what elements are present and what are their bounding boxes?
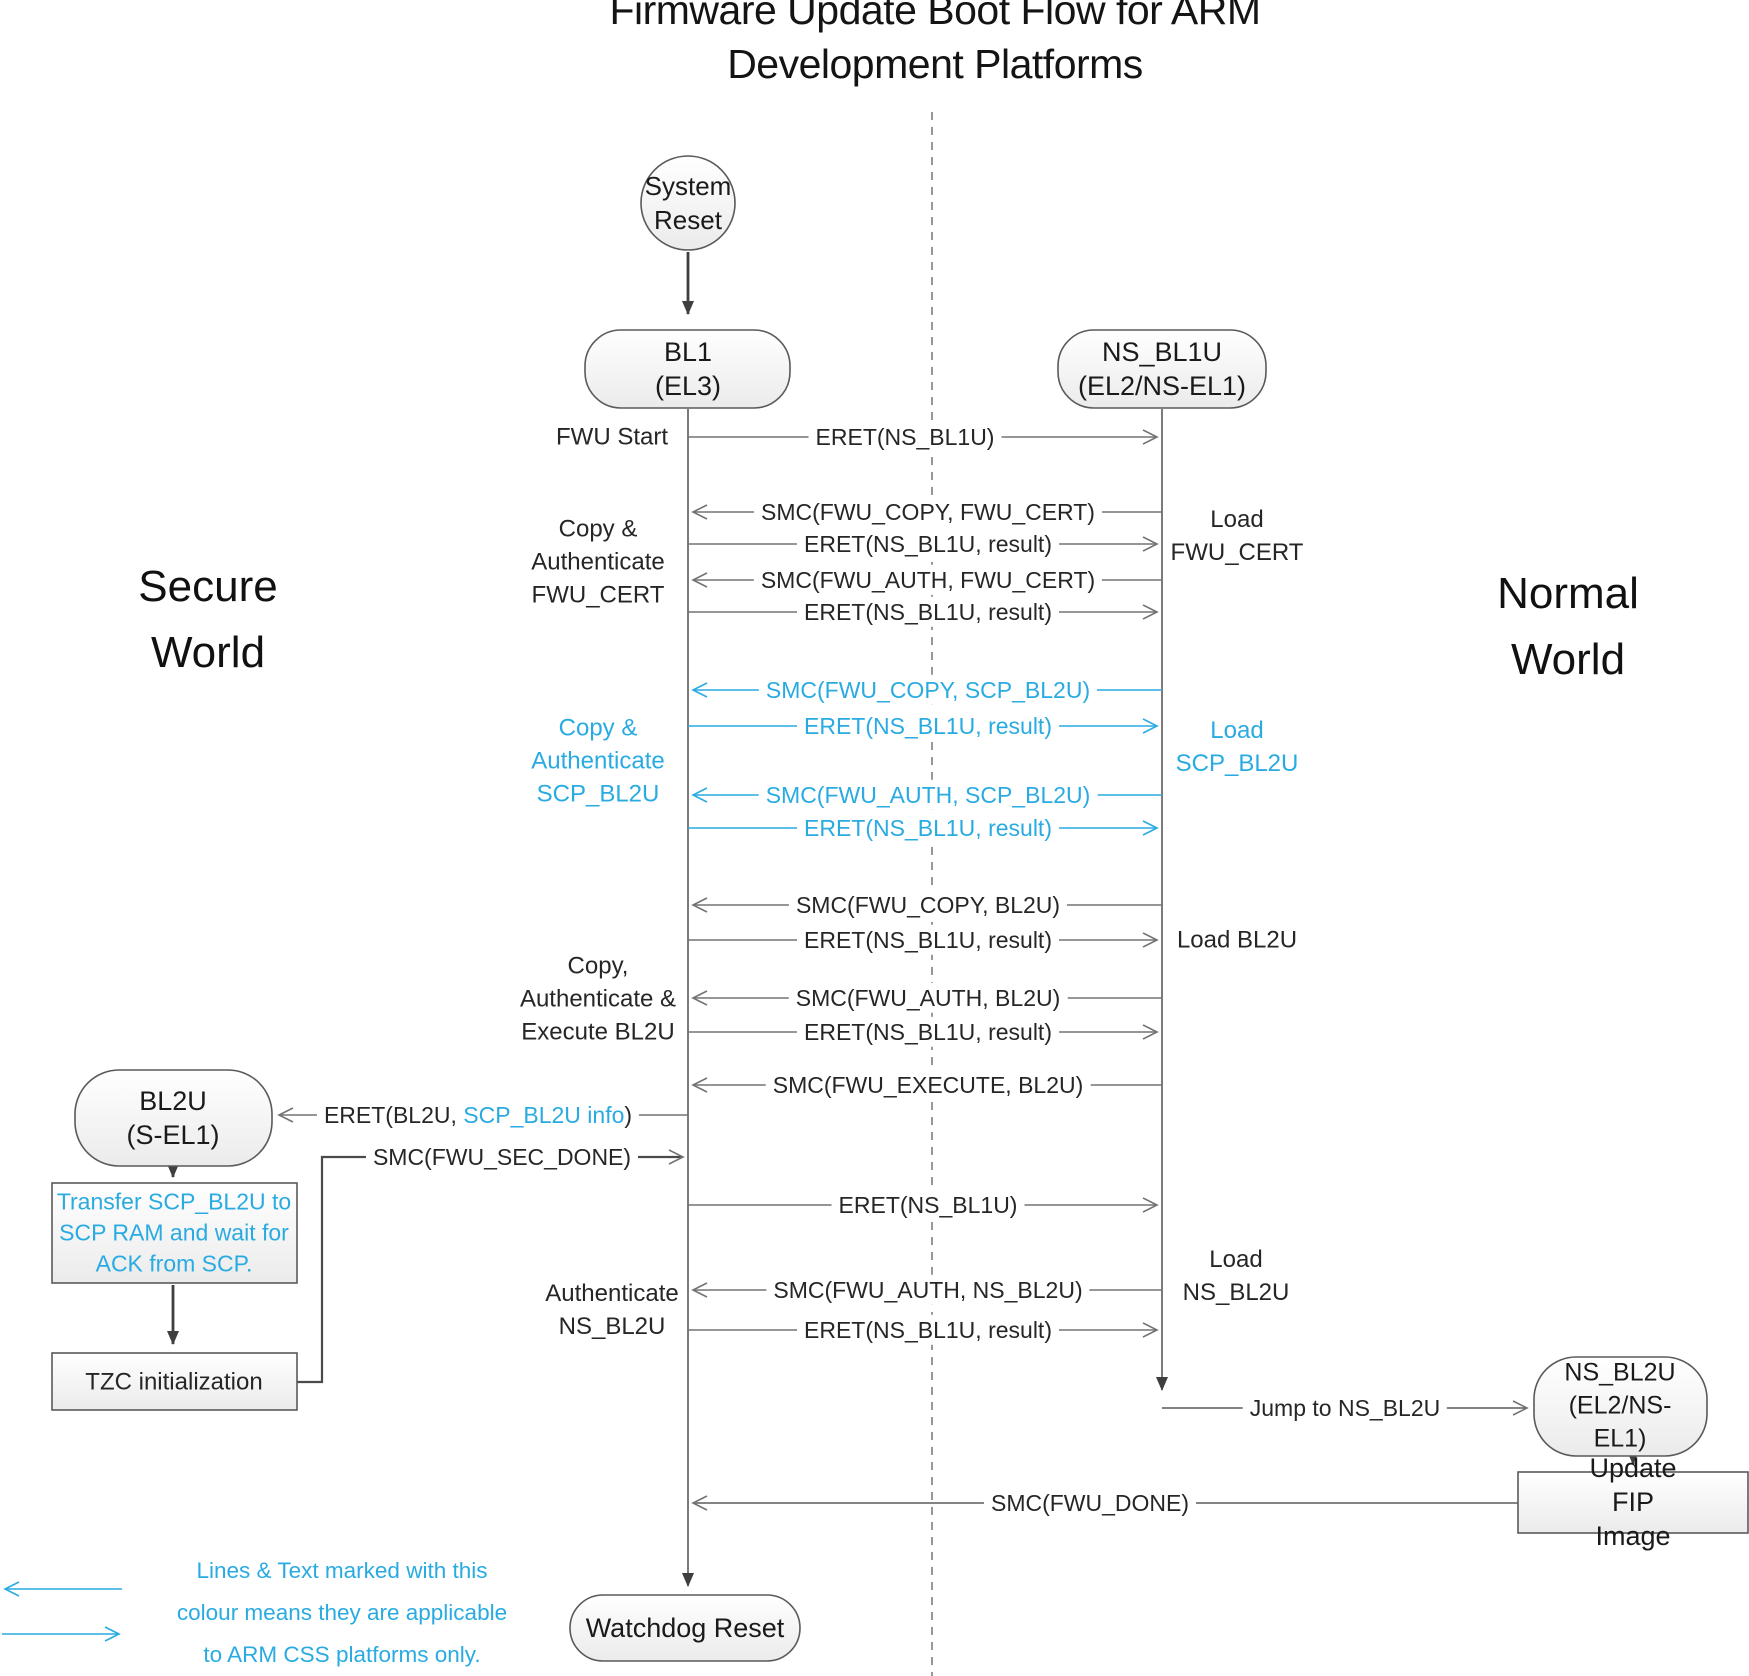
message-label: ERET(NS_BL1U, result) [797, 1314, 1059, 1346]
secure-world-label: Secure World [138, 562, 278, 677]
load-bl2u-label: Load BL2U [1176, 926, 1298, 954]
fwu-start-label: FWU Start [556, 423, 668, 451]
eret-bl2u-post: ) [624, 1101, 633, 1128]
message-label: ERET(NS_BL1U, result) [797, 1016, 1059, 1048]
lifelines [682, 409, 1168, 1587]
flow-arrows [167, 252, 1639, 1465]
system-reset-shape [640, 155, 736, 251]
message-label: ERET(NS_BL1U) [808, 421, 1002, 453]
message-label: SMC(FWU_COPY, SCP_BL2U) [758, 674, 1098, 706]
update-fip-node: Update FIP Image [1589, 1453, 1677, 1551]
message-label: SMC(FWU_AUTH, BL2U) [788, 982, 1068, 1014]
ns-bl2u-node: NS_BL2U (EL2/NS-EL1) [1564, 1358, 1676, 1453]
bl2u-node: BL2U (S-EL1) [126, 1086, 220, 1150]
message-label: SMC(FWU_AUTH, SCP_BL2U) [758, 779, 1098, 811]
message-label: SMC(FWU_COPY, BL2U) [788, 889, 1068, 921]
copy-auth-scp-bl2u-label: Copy & Authenticate SCP_BL2U [531, 714, 665, 808]
eret-bl2u-cyan-part: SCP_BL2U info [463, 1101, 625, 1128]
update-fip-shape [1517, 1471, 1749, 1534]
smc-sec-done-line [297, 1149, 685, 1384]
load-scp-bl2u-label: Load SCP_BL2U [1175, 717, 1299, 777]
smc-fwu-done-label: SMC(FWU_DONE) [983, 1487, 1197, 1519]
message-label: ERET(NS_BL1U, result) [797, 710, 1059, 742]
message-label: ERET(NS_BL1U, result) [797, 924, 1059, 956]
smc-sec-done-label: SMC(FWU_SEC_DONE) [365, 1141, 639, 1173]
message-label: ERET(NS_BL1U, result) [797, 812, 1059, 844]
load-fwu-cert-label: Load FWU_CERT [1170, 506, 1304, 566]
ns-bl1u-shape [1057, 329, 1267, 409]
tzc-init-shape [51, 1352, 298, 1411]
transfer-scp-node: Transfer SCP_BL2U to SCP RAM and wait fo… [56, 1188, 292, 1277]
system-reset-node: System Reset [644, 171, 732, 235]
message-label: ERET(NS_BL1U) [831, 1189, 1025, 1221]
bl1-shape [584, 329, 791, 409]
bl2u-shape [74, 1069, 273, 1167]
watchdog-reset-shape [569, 1594, 801, 1662]
message-label: SMC(FWU_AUTH, FWU_CERT) [753, 564, 1103, 596]
jump-ns-bl2u-label: Jump to NS_BL2U [1242, 1392, 1448, 1424]
page-title: Firmware Update Boot Flow for ARM Develo… [609, 0, 1261, 87]
message-label: SMC(FWU_EXECUTE, BL2U) [765, 1069, 1091, 1101]
ns-bl1u-node: NS_BL1U (EL2/NS-EL1) [1077, 337, 1247, 401]
message-label: SMC(FWU_AUTH, NS_BL2U) [766, 1274, 1090, 1306]
copy-auth-fwu-cert-label: Copy & Authenticate FWU_CERT [531, 515, 665, 609]
ns-bl2u-shape [1533, 1356, 1708, 1457]
watchdog-reset-node: Watchdog Reset [585, 1613, 785, 1643]
eret-bl2u-label: ERET(BL2U, SCP_BL2U info) [316, 1099, 640, 1131]
legend-note: Lines & Text marked with this colour mea… [176, 1558, 508, 1667]
special-connectors [277, 1107, 1529, 1511]
message-label: SMC(FWU_COPY, FWU_CERT) [754, 496, 1102, 528]
node-shapes [51, 155, 1749, 1662]
load-ns-bl2u-label: Load NS_BL2U [1182, 1246, 1290, 1306]
normal-world-label: Normal World [1497, 569, 1639, 684]
bl1-node: BL1 (EL3) [654, 337, 722, 401]
auth-ns-bl2u-label: Authenticate NS_BL2U [545, 1280, 679, 1340]
tzc-init-node: TZC initialization [85, 1368, 263, 1396]
copy-auth-exec-bl2u-label: Copy, Authenticate & Execute BL2U [519, 952, 677, 1046]
legend-arrows [2, 1581, 122, 1642]
eret-bl2u-pre: ERET(BL2U, [323, 1101, 464, 1128]
message-label: ERET(NS_BL1U, result) [797, 596, 1059, 628]
message-label: ERET(NS_BL1U, result) [797, 528, 1059, 560]
transfer-scp-shape [51, 1182, 298, 1284]
